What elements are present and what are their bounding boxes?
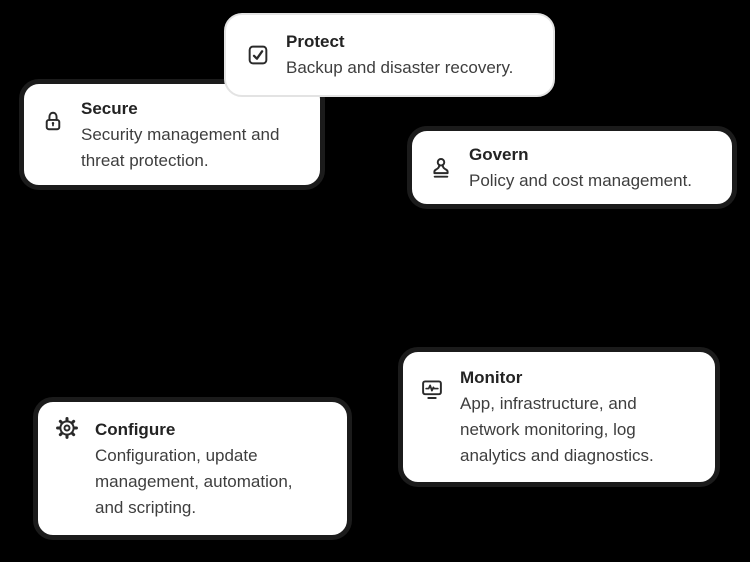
card-monitor: Monitor App, infrastructure, and network… [398,347,720,487]
card-title: Configure [95,419,176,439]
card-description: Policy and cost management. [469,170,693,190]
card-protect: Protect Backup and disaster recovery. [224,13,555,97]
card-text: Secure Security management and threat pr… [81,96,306,174]
card-title: Govern [469,144,529,164]
stamp-icon [428,155,454,181]
card-description: App, infrastructure, and network monitor… [460,394,654,465]
card-description: Backup and disaster recovery. [286,58,514,77]
card-text: Monitor App, infrastructure, and network… [460,365,701,469]
card-title: Protect [286,32,345,51]
gear-icon [54,415,80,441]
card-secure: Secure Security management and threat pr… [19,79,325,190]
card-text: Configure Configuration, update manageme… [95,417,333,521]
card-text: Govern Policy and cost management. [469,142,718,194]
card-govern: Govern Policy and cost management. [407,126,737,209]
checkbox-check-icon [245,42,271,68]
card-title: Monitor [460,368,523,387]
monitor-pulse-icon [419,376,445,402]
card-title: Secure [81,98,138,118]
card-description: Security management and threat protectio… [81,124,280,170]
card-text: Protect Backup and disaster recovery. [286,29,539,81]
card-description: Configuration, update management, automa… [95,445,293,517]
lock-icon [40,108,66,134]
card-configure: Configure Configuration, update manageme… [33,397,352,540]
